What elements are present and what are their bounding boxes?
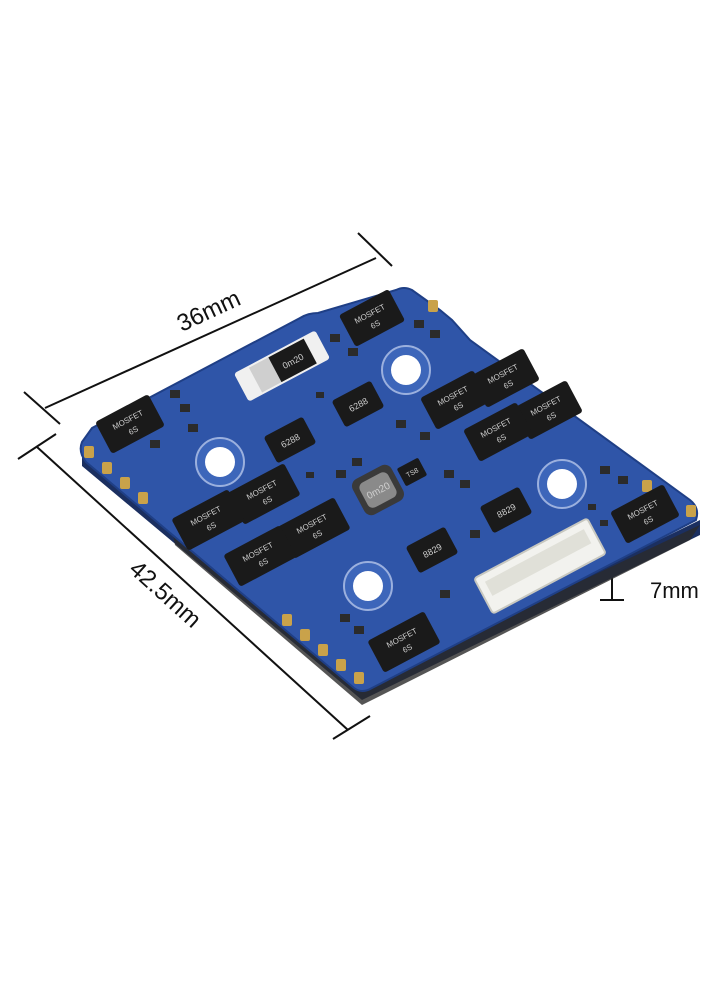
svg-text:6S: 6S — [369, 318, 382, 331]
svg-text:6S: 6S — [205, 520, 218, 533]
svg-text:6S: 6S — [127, 424, 140, 437]
mosfet-chips: MOSFET 6S MOSFET 6S MOSFET 6S MOSFET 6S … — [96, 290, 679, 672]
length-label: 42.5mm — [124, 555, 206, 633]
svg-text:6S: 6S — [401, 642, 414, 655]
mounting-holes — [195, 345, 587, 611]
svg-text:6S: 6S — [261, 494, 274, 507]
width-dimension — [23, 232, 393, 425]
smd-components — [150, 320, 628, 634]
shunt-resistor: 0m20 — [234, 331, 330, 401]
length-dimension — [17, 433, 371, 740]
regulator-chip: TS8 — [397, 458, 427, 486]
svg-text:6S: 6S — [311, 528, 324, 541]
svg-text:6S: 6S — [502, 378, 515, 391]
edge-pads — [84, 300, 696, 684]
width-label: 36mm — [173, 285, 245, 338]
driver-chips: 6288 6288 8829 8829 — [264, 381, 532, 573]
inductor: 0m20 — [352, 464, 404, 516]
svg-text:6S: 6S — [257, 556, 270, 569]
svg-text:6S: 6S — [642, 514, 655, 527]
svg-text:6S: 6S — [545, 410, 558, 423]
svg-text:6S: 6S — [452, 400, 465, 413]
height-label: 7mm — [650, 578, 699, 603]
svg-text:6S: 6S — [495, 432, 508, 445]
connector — [474, 518, 606, 614]
